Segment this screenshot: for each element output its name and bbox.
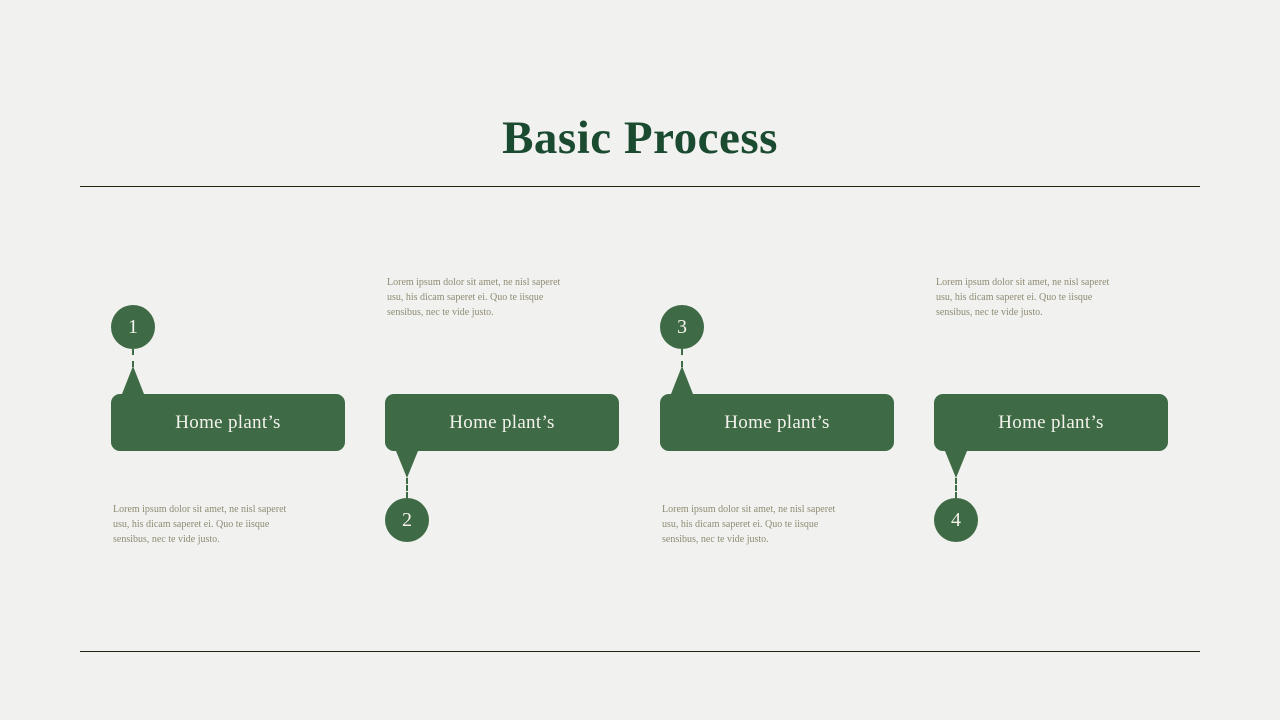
step-number-badge: 2 xyxy=(385,498,429,542)
page-title: Basic Process xyxy=(502,112,778,165)
connector-dashed-line xyxy=(681,349,683,367)
step-number: 3 xyxy=(677,315,687,338)
pointer-triangle-up xyxy=(671,366,693,394)
step-number-badge: 3 xyxy=(660,305,704,349)
process-step-3: 3 Home plant’s Lorem ipsum dolor sit ame… xyxy=(660,260,894,550)
step-label-box: Home plant’s xyxy=(385,394,619,451)
connector-dashed-line xyxy=(955,478,957,498)
step-description: Lorem ipsum dolor sit amet, ne nisl sape… xyxy=(662,504,836,545)
step-description: Lorem ipsum dolor sit amet, ne nisl sape… xyxy=(936,277,1110,318)
step-label-box: Home plant’s xyxy=(660,394,894,451)
step-label-box: Home plant’s xyxy=(934,394,1168,451)
divider-top xyxy=(80,186,1200,187)
step-number-badge: 4 xyxy=(934,498,978,542)
step-description: Lorem ipsum dolor sit amet, ne nisl sape… xyxy=(113,504,287,545)
step-label: Home plant’s xyxy=(175,411,281,433)
step-label: Home plant’s xyxy=(449,411,555,433)
pointer-triangle-down xyxy=(945,451,967,478)
step-number: 1 xyxy=(128,315,138,338)
process-step-1: 1 Home plant’s Lorem ipsum dolor sit ame… xyxy=(111,260,345,550)
divider-bottom xyxy=(80,651,1200,652)
process-step-4: Lorem ipsum dolor sit amet, ne nisl sape… xyxy=(934,260,1168,550)
step-label: Home plant’s xyxy=(998,411,1104,433)
pointer-triangle-up xyxy=(122,366,144,394)
step-description: Lorem ipsum dolor sit amet, ne nisl sape… xyxy=(387,277,561,318)
step-number: 4 xyxy=(951,508,961,531)
connector-dashed-line xyxy=(406,478,408,498)
step-label: Home plant’s xyxy=(724,411,830,433)
step-number: 2 xyxy=(402,508,412,531)
step-label-box: Home plant’s xyxy=(111,394,345,451)
connector-dashed-line xyxy=(132,349,134,367)
process-step-2: Lorem ipsum dolor sit amet, ne nisl sape… xyxy=(385,260,619,550)
step-number-badge: 1 xyxy=(111,305,155,349)
pointer-triangle-down xyxy=(396,451,418,478)
